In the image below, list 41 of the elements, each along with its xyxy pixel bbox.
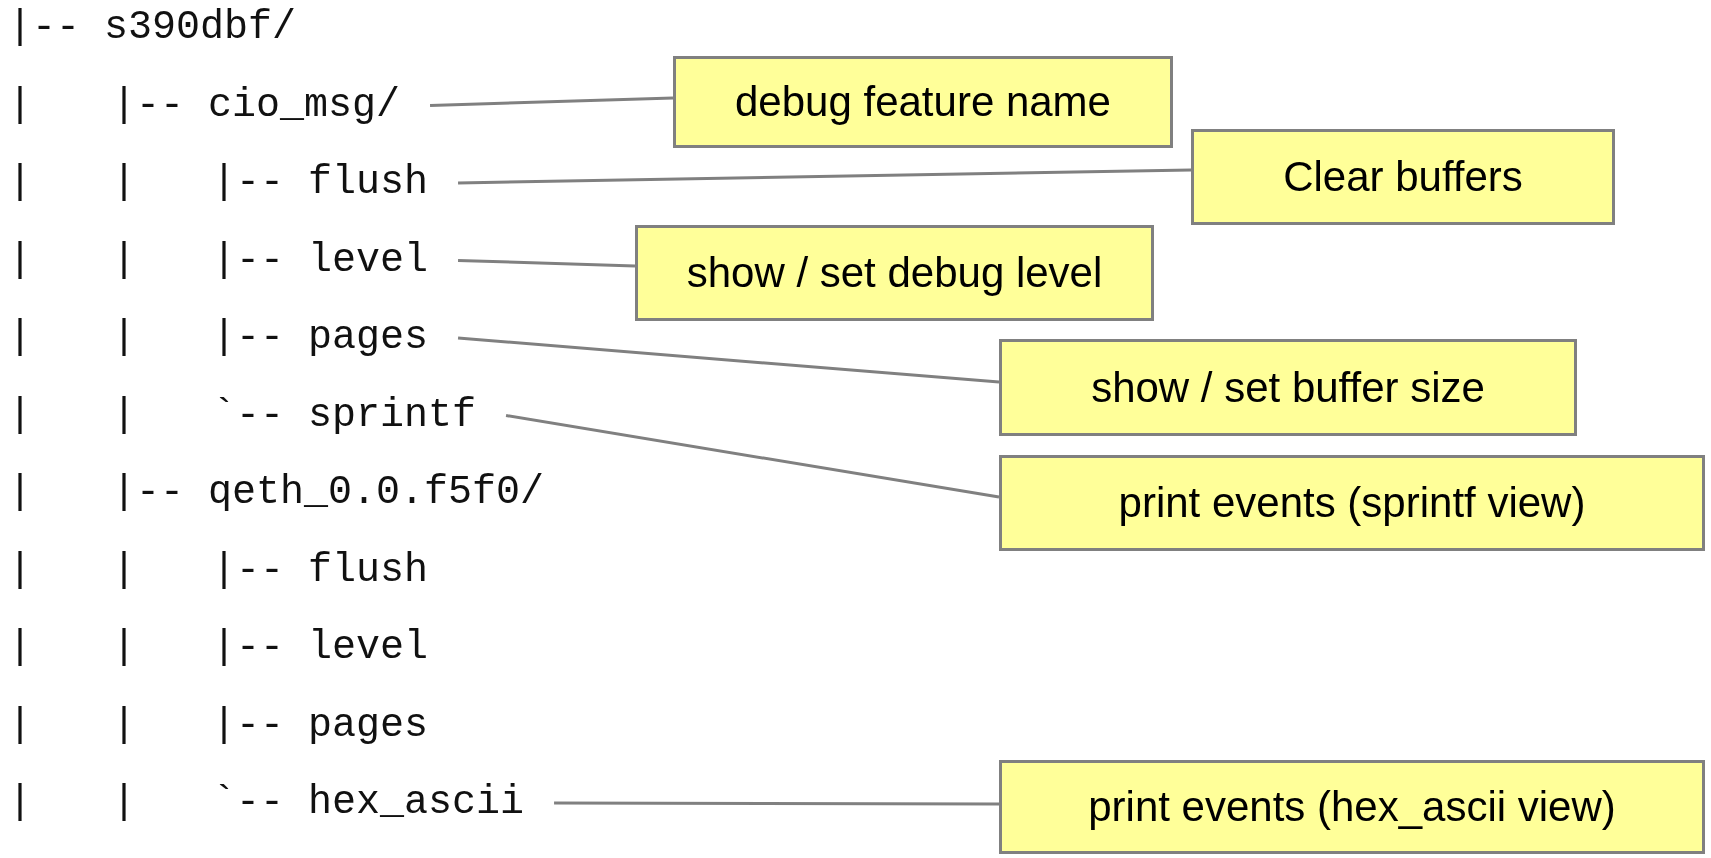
- tree-entry: |: [8, 546, 32, 595]
- tree-entry: |: [8, 81, 32, 130]
- tree-entry: |: [112, 779, 136, 827]
- leader-line: [458, 259, 636, 268]
- tree-entry: |: [112, 701, 136, 750]
- tree-entry: |-- qeth_0.0.f5f0/: [112, 469, 545, 517]
- tree-entry: |: [112, 624, 136, 672]
- tree-entry: |: [112, 236, 136, 285]
- tree-entry: |: [8, 391, 32, 440]
- tree-entry: |: [8, 624, 32, 672]
- leader-line: [554, 801, 999, 806]
- tree-entry: |-- level: [212, 624, 429, 672]
- tree-entry: |: [8, 701, 32, 750]
- leader-line: [505, 414, 1000, 499]
- tree-entry: |-- pages: [212, 701, 429, 750]
- tree-entry: |-- flush: [212, 546, 429, 595]
- tree-entry: |-- flush: [212, 159, 459, 207]
- tree-entry: `-- sprintf: [212, 391, 507, 440]
- tree-entry: |-- s390dbf/: [8, 4, 297, 52]
- tree-entry: `-- hex_ascii: [212, 779, 555, 827]
- tree-entry: |: [8, 159, 32, 207]
- tree-entry: |: [8, 469, 32, 517]
- callout-box: print events (hex_ascii view): [999, 760, 1705, 854]
- tree-entry: |: [112, 391, 136, 440]
- tree-entry: |-- cio_msg/: [112, 81, 431, 130]
- callout-box: show / set buffer size: [999, 339, 1577, 436]
- tree-entry: |: [112, 314, 136, 362]
- callout-box: print events (sprintf view): [999, 455, 1705, 551]
- tree-entry: |: [8, 314, 32, 362]
- leader-line: [458, 168, 1192, 185]
- leader-line: [430, 96, 674, 107]
- tree-entry: |: [8, 236, 32, 285]
- callout-box: Clear buffers: [1191, 129, 1615, 225]
- callout-box: debug feature name: [673, 56, 1173, 148]
- callout-box: show / set debug level: [635, 225, 1154, 321]
- tree-entry: |-- level: [212, 236, 459, 285]
- tree-entry: |: [112, 546, 136, 595]
- leader-line: [457, 336, 1000, 384]
- tree-entry: |: [112, 159, 136, 207]
- tree-entry: |: [8, 779, 32, 827]
- tree-entry: |-- pages: [212, 314, 459, 362]
